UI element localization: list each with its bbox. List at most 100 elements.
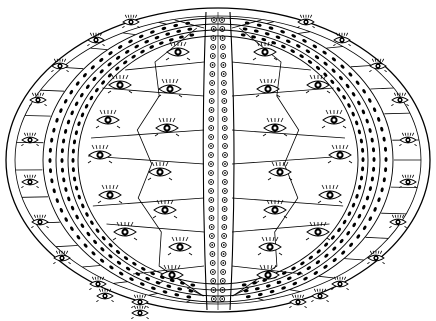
tubercle-mamelon: [267, 274, 270, 277]
scrobicule-ray: [395, 215, 396, 218]
pore-pair-icon: [308, 255, 314, 260]
scrobicule-ray: [370, 251, 371, 254]
scrobicule-ray: [369, 70, 371, 71]
pore-pair-icon: [63, 98, 68, 104]
large-tubercle-eye-icon: [256, 265, 280, 283]
pore-pair-icon: [290, 49, 296, 54]
granule-dot: [223, 73, 225, 75]
pore-pair-icon: [351, 202, 356, 208]
pore-pair-icon: [295, 43, 301, 48]
scrobicule-ray: [405, 133, 406, 136]
pore-pair-icon: [92, 76, 97, 82]
tubercle-mamelon: [305, 21, 307, 23]
pore-pair-icon: [281, 286, 287, 291]
pore-pair-icon: [107, 62, 113, 67]
scrobicule-ray: [108, 91, 111, 93]
scrobicule-ray: [346, 33, 347, 36]
granule-dot: [222, 271, 224, 273]
scrobicule-ray: [40, 93, 41, 96]
pore-pair-icon: [99, 69, 104, 75]
pore-pair-icon: [355, 194, 359, 199]
scrobicule-ray: [36, 144, 38, 145]
large-tubercle-eye-icon: [322, 110, 346, 128]
pore-pair-icon: [365, 195, 369, 200]
pore-pair-icon: [55, 118, 59, 123]
scrobicule-ray: [93, 33, 94, 36]
scrobicule-ray: [89, 288, 91, 289]
pore-pair-icon: [246, 295, 251, 299]
scrobicule-ray: [114, 110, 116, 114]
pore-pair-icon: [64, 187, 68, 192]
scrobicule-ray: [281, 118, 283, 122]
pore-pair-icon: [347, 211, 352, 217]
large-tubercle-eye-icon: [399, 133, 416, 146]
scrobicule-ray: [116, 75, 117, 79]
pore-pair-icon: [362, 88, 367, 94]
granule-dot: [212, 262, 214, 264]
pore-pair-icon: [292, 281, 298, 286]
scrobicule-ray: [66, 251, 67, 254]
scrobicule-ray: [332, 145, 334, 149]
scrobicule-ray: [326, 110, 328, 114]
pore-pair-icon: [135, 271, 141, 276]
pore-pair-icon: [368, 186, 372, 191]
large-tubercle-eye-icon: [87, 33, 104, 46]
rim-plate-suture: [258, 298, 264, 300]
scrobicule-ray: [35, 93, 36, 96]
tubercle-mamelon: [159, 171, 162, 174]
granule-dot: [211, 208, 213, 210]
pore-pair-icon: [315, 260, 321, 265]
pore-pair-icon: [313, 270, 319, 275]
pore-pair-icon: [362, 204, 367, 210]
scrobicule-ray: [382, 59, 383, 62]
scrobicule-ray: [344, 277, 345, 280]
pore-pair-icon: [108, 254, 114, 259]
rim-plate-suture: [56, 246, 78, 247]
scrobicule-ray: [113, 185, 114, 189]
scrobicule-ray: [36, 186, 38, 187]
scrobicule-ray: [326, 185, 327, 189]
rim-plate-suture: [298, 32, 310, 34]
pore-pair-icon: [132, 261, 138, 266]
pore-pair-icon: [169, 38, 175, 42]
granule-dot: [210, 199, 212, 201]
pore-pair-icon: [291, 33, 297, 38]
pore-pair-icon: [99, 258, 105, 263]
pore-pair-icon: [139, 282, 145, 287]
scrobicule-ray: [179, 95, 182, 97]
scrobicule-ray: [327, 91, 330, 93]
scrobicule-ray: [400, 215, 401, 218]
pore-pair-icon: [115, 55, 121, 60]
plate-suture: [91, 130, 204, 138]
large-tubercle-eye-icon: [268, 162, 292, 180]
tubercle-mamelon: [279, 171, 282, 174]
granule-dot: [224, 145, 226, 147]
scrobicule-ray: [59, 251, 60, 254]
pore-pair-icon: [116, 260, 122, 265]
scrobicule-ray: [310, 15, 311, 18]
rim-plate-suture: [351, 66, 371, 67]
tubercle-mamelon: [130, 21, 132, 23]
rim-plate-suture: [326, 47, 343, 49]
large-tubercle-eye-icon: [318, 185, 342, 203]
granule-dot: [223, 235, 225, 237]
granule-dot: [210, 118, 212, 120]
pore-pair-icon: [90, 65, 95, 71]
granule-dot: [211, 73, 213, 75]
tubercle-mamelon: [29, 181, 31, 183]
pore-pair-icon: [149, 45, 155, 50]
pore-pair-icon: [242, 27, 247, 31]
granule-dot: [210, 145, 212, 147]
tubercle-mamelon: [29, 139, 31, 141]
scrobicule-ray: [183, 237, 184, 241]
pore-pair-icon: [69, 89, 74, 95]
granule-dot: [222, 262, 224, 264]
scrobicule-ray: [164, 265, 166, 269]
pore-pair-icon: [67, 196, 71, 201]
tubercle-mamelon: [397, 221, 399, 223]
pore-pair-icon: [314, 55, 320, 60]
large-tubercle-eye-icon: [88, 145, 112, 163]
pore-pair-icon: [173, 23, 178, 27]
rim-plate-suture: [366, 237, 389, 238]
